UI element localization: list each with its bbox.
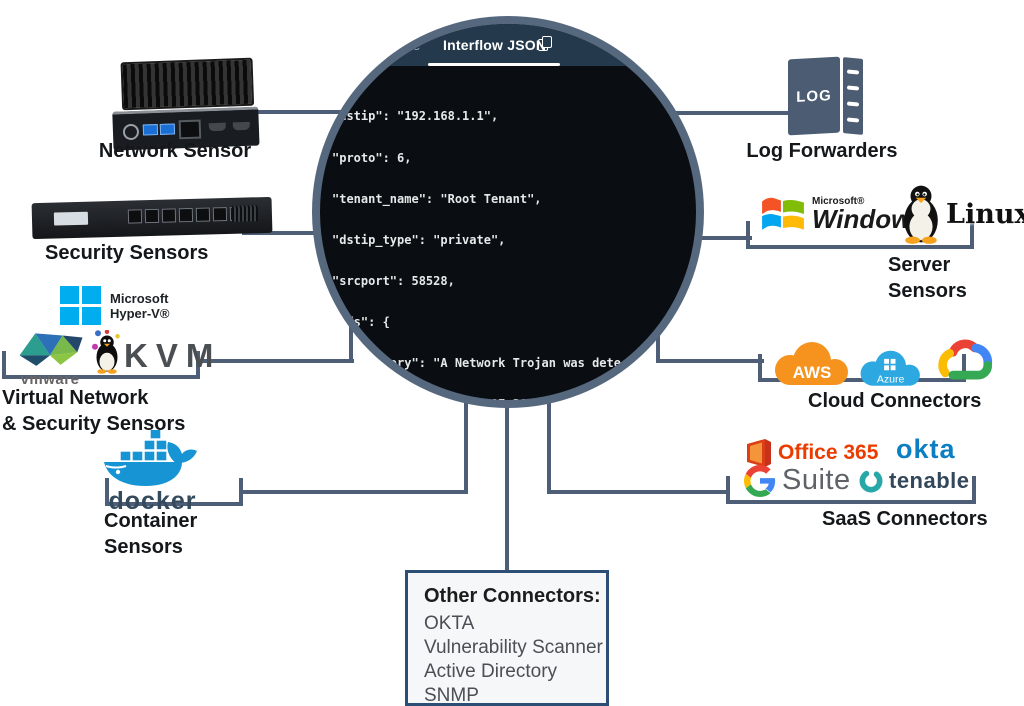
code-line: "dstip": "192.168.1.1", <box>332 109 499 124</box>
usb-port <box>142 124 159 136</box>
ethernet-ports <box>127 206 245 224</box>
code-line: "category": "A Network Trojan was detect… <box>332 356 665 371</box>
viewer-tab-bar: Table Interflow JSON <box>320 24 696 66</box>
bracket-server-sensors <box>746 221 974 249</box>
vmware-logo: vmware <box>14 326 86 388</box>
copy-icon[interactable] <box>538 36 553 52</box>
okta-logo: okta <box>896 434 956 464</box>
code-line: "proto": 6, <box>332 150 412 165</box>
aws-cloud-icon: AWS <box>762 336 858 397</box>
connector-line-saas-h <box>547 490 730 494</box>
connector-line-container-v <box>464 396 468 494</box>
bracket-saas-connectors <box>726 476 976 504</box>
aws-wordmark: AWS <box>793 363 832 382</box>
office365-logo: Office 365 <box>746 438 878 468</box>
azure-wordmark: Azure <box>877 373 905 385</box>
tux-penguin-icon <box>904 185 938 244</box>
connector-line-network <box>258 110 350 114</box>
docker-logo: docker <box>95 428 210 516</box>
heatsink-fins <box>120 57 255 111</box>
azure-cloud-icon: Azure <box>850 342 928 397</box>
network-sensor-device <box>111 57 264 151</box>
log-device-slots <box>843 57 863 135</box>
log-forwarder-icon: LOG <box>788 56 863 136</box>
saas-connectors-label: SaaS Connectors <box>822 508 988 530</box>
code-line: "dstip_type": "private", <box>332 232 506 247</box>
tenable-wordmark: tenable <box>889 468 970 493</box>
connector-line-virtual-v <box>349 326 353 363</box>
docker-whale-icon <box>103 428 197 486</box>
code-line: "tenant_name": "Root Tenant", <box>332 191 542 206</box>
gsuite-logo: Suite <box>744 464 851 497</box>
google-g-icon <box>744 464 776 497</box>
connector-line-security <box>242 231 318 235</box>
tab-table[interactable]: Table <box>386 37 421 53</box>
bracket-cloud-connectors <box>758 354 966 382</box>
kvm-wordmark: KVM <box>124 337 222 374</box>
docker-wordmark: docker <box>108 487 197 515</box>
ethernet-port <box>178 119 202 140</box>
tenable-logo: tenable <box>858 468 970 494</box>
linux-logo: Linux <box>900 183 1024 245</box>
vent-grille <box>231 205 259 222</box>
cloud-connectors-label: Cloud Connectors <box>808 390 982 412</box>
interflow-magnifier-panel: Table Interflow JSON "dstip": "192.168.1… <box>312 16 704 408</box>
kvm-penguin-icon <box>92 330 120 374</box>
connector-line-saas-v <box>547 396 551 494</box>
tab-interflow-json[interactable]: Interflow JSON <box>443 37 547 53</box>
vmware-wordmark: vmware <box>20 371 80 388</box>
log-device-text: LOG <box>788 56 840 136</box>
other-connector-item: SNMP <box>424 685 479 706</box>
security-sensor-appliance <box>31 196 273 240</box>
connector-line-server <box>698 236 752 240</box>
other-connectors-box: Other Connectors: OKTA Vulnerability Sca… <box>405 570 609 706</box>
connector-line-cloud-v <box>656 334 660 363</box>
connector-line-cloud-h <box>656 359 764 363</box>
log-forwarders-label: Log Forwarders <box>746 140 898 162</box>
server-sensors-label: Server Sensors <box>888 254 967 302</box>
other-connectors-title: Other Connectors: <box>424 585 601 607</box>
connector-line-virtual-h <box>198 359 354 363</box>
bracket-container-sensors <box>105 478 243 506</box>
connector-line-log <box>664 111 792 115</box>
usb-port <box>159 123 176 135</box>
active-tab-underline <box>428 63 560 66</box>
linux-wordmark: Linux <box>946 198 1024 230</box>
google-cloud-icon <box>926 336 1006 391</box>
tenable-icon <box>859 469 883 493</box>
vmware-cloud-icon <box>19 333 83 366</box>
hdmi-port <box>208 122 226 132</box>
gsuite-wordmark: Suite <box>782 464 851 496</box>
connector-line-container-h <box>240 490 468 494</box>
code-line: "ids": { <box>332 314 390 329</box>
hdmi-port <box>232 121 250 131</box>
office365-wordmark: Office 365 <box>778 441 879 464</box>
network-sensor-label: Network Sensor <box>98 140 252 162</box>
other-connector-item: Vulnerability Scanner <box>424 637 603 658</box>
hyperv-window-icon <box>60 286 102 326</box>
interflow-json-code: "dstip": "192.168.1.1", "proto": 6, "ten… <box>332 83 696 408</box>
bracket-virtual-sensors <box>2 351 200 379</box>
lcd-screen <box>53 211 89 226</box>
code-line: "created_ts": "2010-07-30T00:00:00Z", <box>332 397 614 408</box>
kvm-logo: KVM <box>92 330 221 374</box>
code-line: "srcport": 58528, <box>332 273 455 288</box>
security-sensors-label: Security Sensors <box>45 242 209 264</box>
other-connector-item: Active Directory <box>424 661 558 682</box>
office-icon <box>747 439 771 467</box>
connector-line-other <box>505 400 509 572</box>
virtual-sensors-label: Virtual Network& Security Sensors <box>2 387 186 435</box>
other-connector-item: OKTA <box>424 613 475 634</box>
windows-flag-icon <box>762 197 804 230</box>
